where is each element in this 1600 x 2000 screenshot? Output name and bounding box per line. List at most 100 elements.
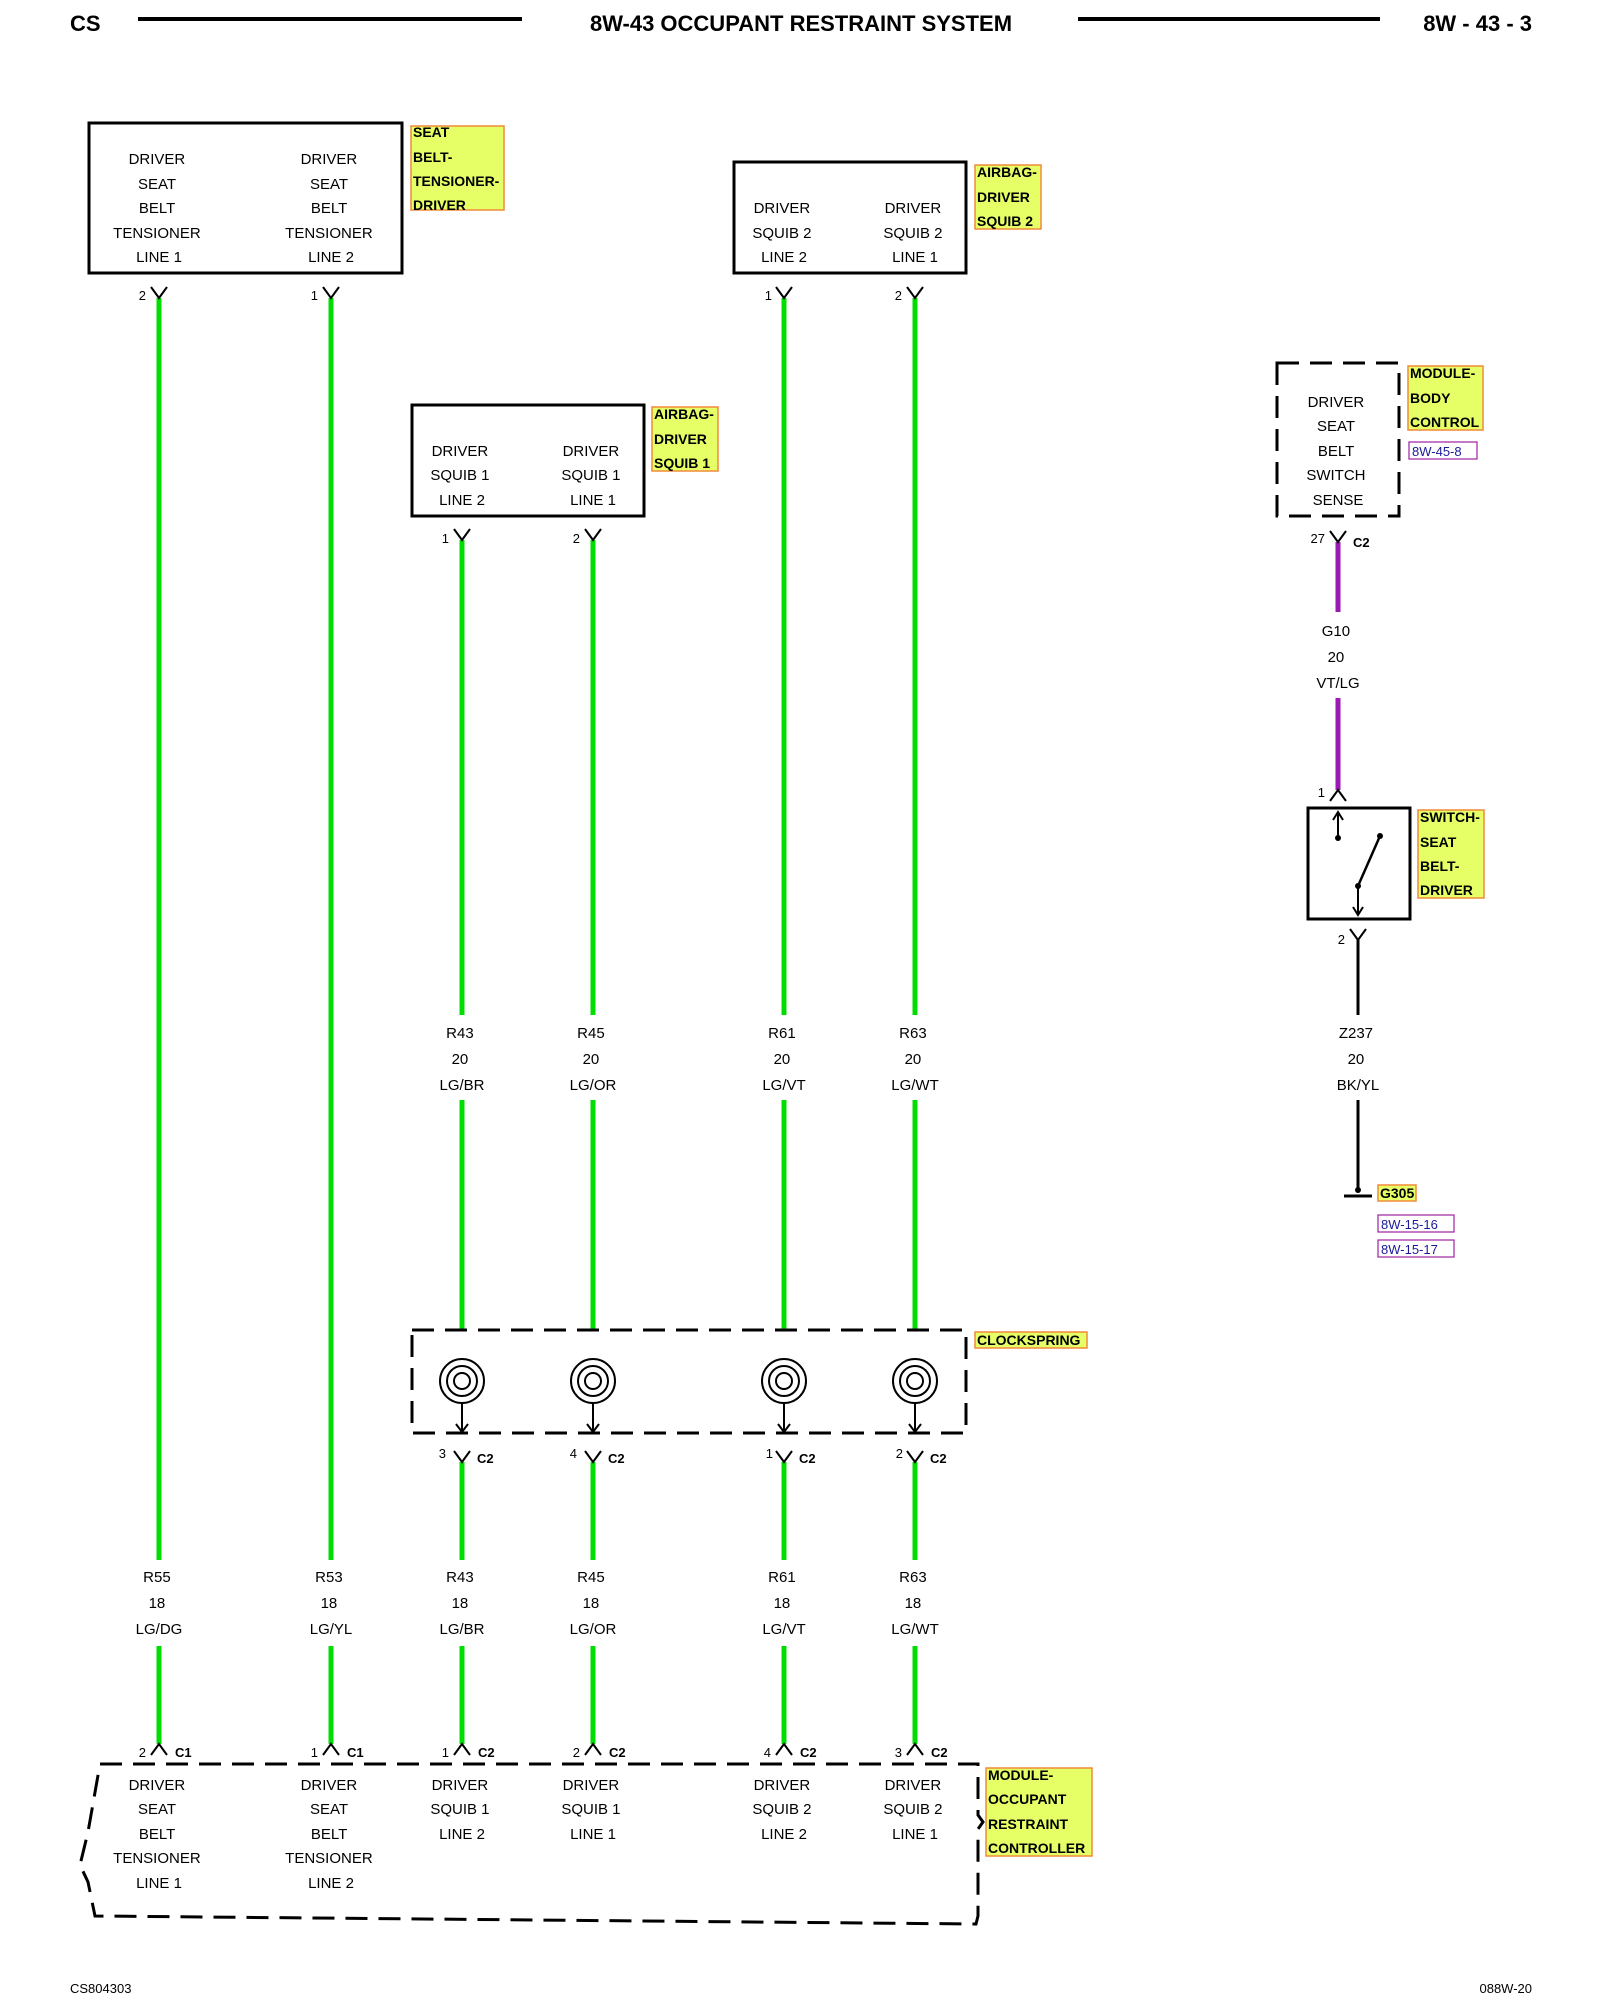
connector-symbol: [906, 1450, 924, 1464]
pin-number: 27: [1311, 531, 1325, 546]
squib2-tag-box: [974, 164, 1042, 230]
ground-page-reference: 8W-15-16: [1381, 1217, 1438, 1232]
squib2-line2-label: DRIVER SQUIB 2 LINE 2: [752, 200, 815, 266]
tensioner-line2-label: DRIVER SEAT BELT TENSIONER LINE 2: [285, 151, 377, 266]
squib2-box: [732, 160, 968, 275]
connector-id: C2: [930, 1451, 947, 1466]
wire-label: R43 18 LG/BR: [439, 1569, 484, 1638]
airbag-driver-squib-1: DRIVER SQUIB 1 LINE 2 DRIVER SQUIB 1 LIN…: [410, 403, 719, 546]
bcm-tag-box: [1407, 365, 1484, 431]
connector-symbol: [584, 528, 602, 542]
connector-id: C2: [477, 1451, 494, 1466]
connector-symbol: [150, 286, 168, 300]
connector-id: C1: [175, 1745, 192, 1760]
clockspring-tag-box: [974, 1331, 1088, 1349]
pin-number: 2: [896, 1446, 903, 1461]
wire-label: R43 20 LG/BR: [439, 1025, 484, 1094]
coil-icon: [892, 1358, 938, 1434]
connector-symbol: [775, 286, 793, 300]
ground-page-reference: 8W-15-17: [1381, 1242, 1438, 1257]
connector-id: C2: [1353, 535, 1370, 550]
pin-number: 1: [1318, 785, 1325, 800]
pin-number: 1: [765, 288, 772, 303]
switch-tag-box: [1417, 809, 1485, 899]
seat-belt-tensioner: DRIVER SEAT BELT TENSIONER LINE 1 DRIVER…: [87, 121, 505, 303]
tensioner-line1-label: DRIVER SEAT BELT TENSIONER LINE 1: [113, 151, 205, 266]
connector-id: C2: [478, 1745, 495, 1760]
connector-id: C2: [609, 1745, 626, 1760]
switch-tag: SWITCH- SEAT BELT- DRIVER: [1420, 809, 1484, 898]
clockspring-box: [410, 1328, 968, 1435]
pin-number: 1: [442, 1745, 449, 1760]
connector-symbol: [453, 528, 471, 542]
pin-number: 2: [573, 1745, 580, 1760]
ground-tag: G305: [1380, 1185, 1414, 1201]
airbag-driver-squib-2: DRIVER SQUIB 2 LINE 2 DRIVER SQUIB 2 LIN…: [732, 160, 1042, 303]
wire-label: R55 18 LG/DG: [136, 1569, 183, 1638]
connector-id: C2: [800, 1745, 817, 1760]
connector-symbol: [775, 1450, 793, 1464]
bcm-ref-box: [1408, 441, 1478, 460]
connector-id: C2: [931, 1745, 948, 1760]
connector-id: C2: [608, 1451, 625, 1466]
coil-icon: [439, 1358, 485, 1434]
lower-wire-labels: R55 18 LG/DG R53 18 LG/YL R43 18 LG/BR R…: [136, 1569, 939, 1638]
orc-circuit-label: DRIVER SQUIB 1 LINE 2: [430, 1777, 493, 1843]
tensioner-tag-box: [410, 125, 505, 211]
footer-right: 088W-20: [1479, 1981, 1532, 1996]
tensioner-box: [87, 121, 404, 275]
orc-tag: MODULE- OCCUPANT RESTRAINT CONTROLLER: [988, 1767, 1085, 1856]
switch-contact: [1335, 835, 1341, 841]
tensioner-tag: SEAT BELT- TENSIONER- DRIVER: [413, 124, 503, 213]
wire-label: R53 18 LG/YL: [310, 1569, 353, 1638]
wire-label: R63 20 LG/WT: [891, 1025, 939, 1094]
wire-label: R61 20 LG/VT: [762, 1025, 805, 1094]
clockspring-tag: CLOCKSPRING: [977, 1332, 1081, 1348]
bcm-page-reference: 8W-45-8: [1412, 444, 1462, 459]
connector-symbol: [1349, 928, 1367, 942]
bcm-tag: MODULE- BODY CONTROL: [1410, 365, 1480, 430]
connector-symbol: [584, 1450, 602, 1464]
connector-symbol: [453, 1742, 471, 1756]
orc-circuit-label: DRIVER SQUIB 1 LINE 1: [561, 1777, 624, 1843]
pin-number: 1: [766, 1446, 773, 1461]
wire-z237-label: Z237 20 BK/YL: [1337, 1025, 1380, 1094]
wire-label: R61 18 LG/VT: [762, 1569, 805, 1638]
page-header: CS 8W-43 OCCUPANT RESTRAINT SYSTEM 8W - …: [70, 11, 1532, 36]
orc-tag-box: [985, 1767, 1093, 1857]
clockspring: CLOCKSPRING: [410, 1328, 1088, 1466]
orc-circuit-label: DRIVER SEAT BELT TENSIONER LINE 2: [285, 1777, 377, 1892]
orc-circuit-label: DRIVER SQUIB 2 LINE 2: [752, 1777, 815, 1843]
orc-housing: [78, 1762, 985, 1926]
squib1-tag-box: [651, 406, 719, 472]
pin-number: 2: [895, 288, 902, 303]
squib1-line1-label: DRIVER SQUIB 1 LINE 1: [561, 443, 624, 509]
coil-icon: [570, 1358, 616, 1434]
wire-label: R63 18 LG/WT: [891, 1569, 939, 1638]
footer-left: CS804303: [70, 1981, 131, 1996]
connector-symbol: [906, 286, 924, 300]
ground-ref-box: [1377, 1214, 1455, 1233]
ground-tag-box: [1377, 1184, 1417, 1202]
occupant-restraint-controller: 2 C1 1 C1 1 C2 2 C2 4 C2 3 C2 DRIVER SEA…: [78, 1742, 1093, 1926]
pin-number: 3: [439, 1446, 446, 1461]
pin-number: 2: [1338, 932, 1345, 947]
wire-label: R45 18 LG/OR: [570, 1569, 617, 1638]
coil-icon: [761, 1358, 807, 1434]
pin-number: 1: [311, 288, 318, 303]
page-title: 8W-43 OCCUPANT RESTRAINT SYSTEM: [590, 11, 1012, 36]
squib2-line1-label: DRIVER SQUIB 2 LINE 1: [883, 200, 946, 266]
connector-symbol: [322, 286, 340, 300]
ground-splice: [1355, 1187, 1361, 1193]
pin-number: 1: [311, 1745, 318, 1760]
ground-g305: G305 8W-15-16 8W-15-17: [1344, 1184, 1455, 1258]
pin-number: 2: [573, 531, 580, 546]
connector-symbol: [775, 1742, 793, 1756]
switch-blade-tip: [1377, 833, 1383, 839]
header-left: CS: [70, 11, 101, 36]
upper-wire-labels: R43 20 LG/BR R45 20 LG/OR R61 20 LG/VT R…: [439, 1025, 938, 1094]
seat-belt-switch: 1 SWITCH- SEAT BELT- DRIVER 2: [1306, 785, 1485, 947]
squib2-tag: AIRBAG- DRIVER SQUIB 2: [977, 164, 1041, 229]
wires: [156, 298, 1360, 1744]
